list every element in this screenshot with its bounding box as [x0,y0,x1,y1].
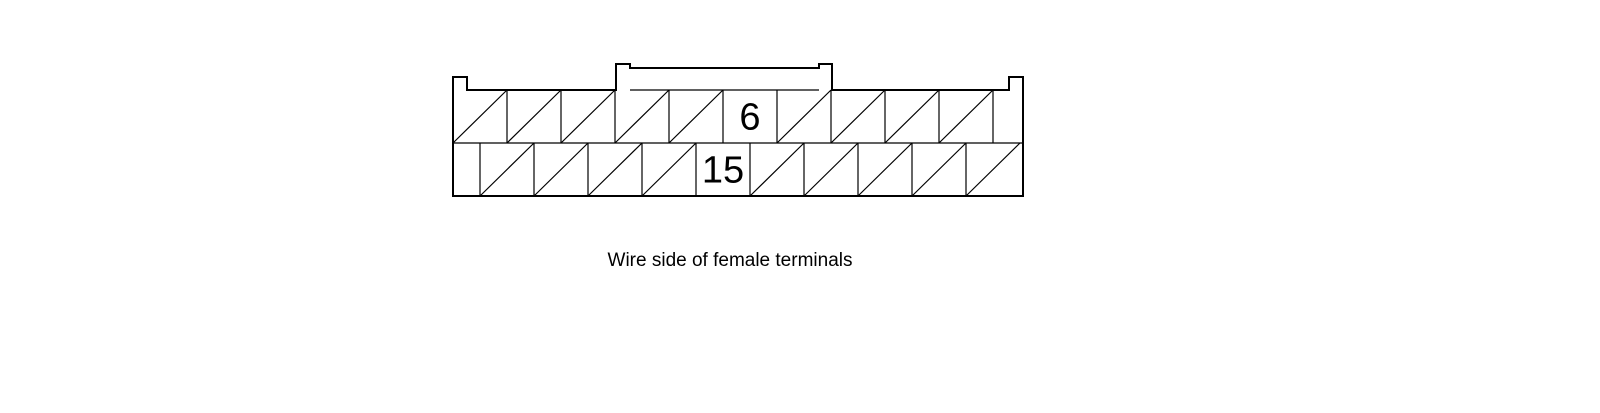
unused-cavity-hatch [614,89,670,144]
unused-cavity-hatch [911,142,967,197]
unused-cavity-hatch [587,142,643,197]
unused-cavity-hatch [857,142,913,197]
pin-number-label: 15 [702,150,744,192]
pin-number-label: 6 [739,97,760,139]
connector-housing-outline [452,63,1024,197]
unused-cavity-hatch [560,89,616,144]
unused-cavity-hatch [668,89,724,144]
unused-cavity-hatch [803,142,859,197]
unused-cavity-hatch [776,89,832,144]
terminal-cavities: 615 [452,89,1021,197]
unused-cavity-hatch [452,89,508,144]
unused-cavity-hatch [938,89,994,144]
unused-cavity-hatch [641,142,697,197]
unused-cavity-hatch [965,142,1021,197]
unused-cavity-hatch [749,142,805,197]
unused-cavity-hatch [533,142,589,197]
unused-cavity-hatch [506,89,562,144]
view-caption: Wire side of female terminals [607,250,853,271]
unused-cavity-hatch [830,89,886,144]
unused-cavity-hatch [479,142,535,197]
unused-cavity-hatch [884,89,940,144]
